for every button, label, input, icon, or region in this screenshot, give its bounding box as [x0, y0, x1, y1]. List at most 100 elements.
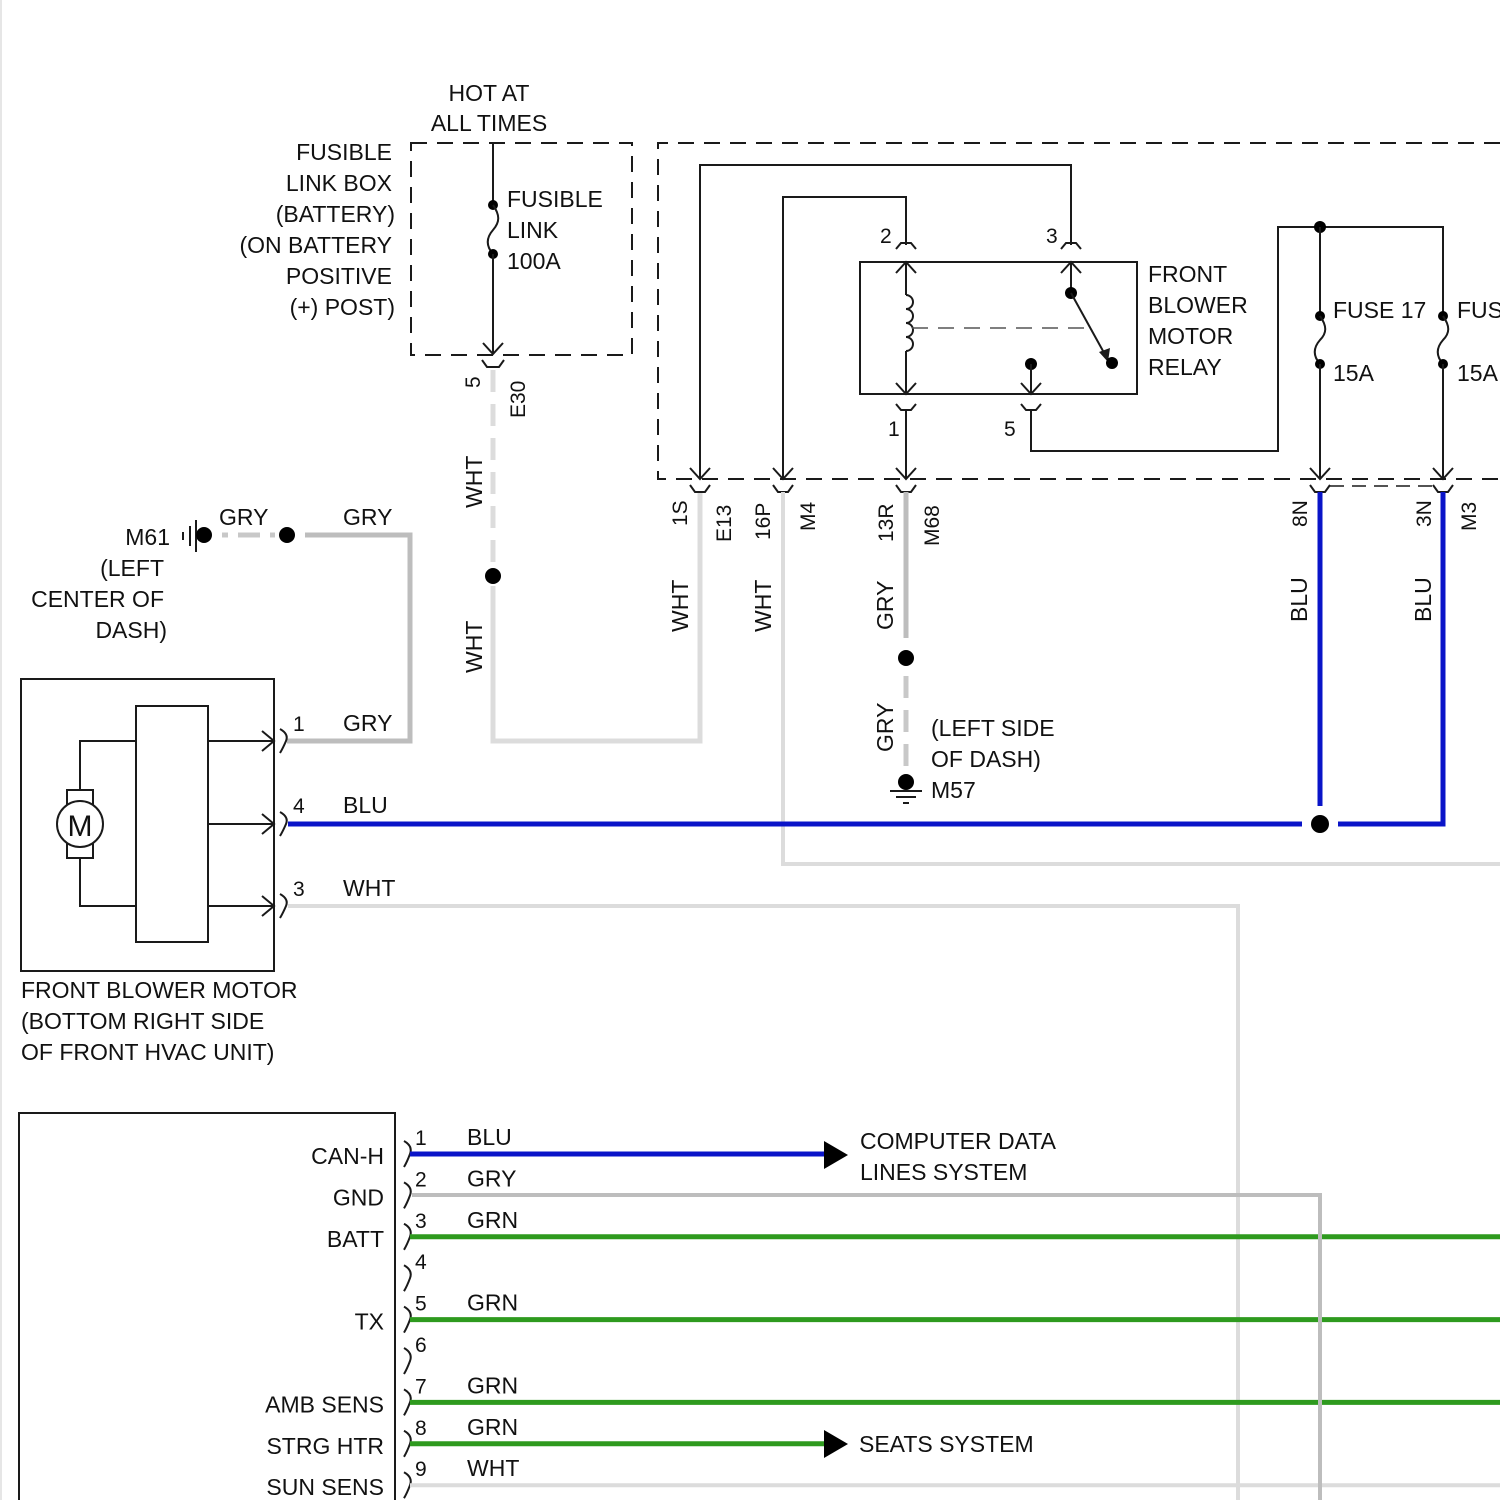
- module-wire-label: GRN: [467, 1372, 518, 1398]
- arrow-right-icon: [824, 1141, 848, 1169]
- fuse2-rating: 15A: [1457, 360, 1499, 386]
- relay-pin5-wire: [1031, 227, 1443, 451]
- relay-pin-5: 5: [1004, 418, 1016, 441]
- conn-8n-pin: 8N: [1289, 500, 1312, 527]
- module-pin-row: 2GNDGRY: [333, 1165, 517, 1210]
- splice-dot-m68: [898, 650, 914, 666]
- wire-16p-wht: [783, 492, 1500, 864]
- module-pin-number: 5: [415, 1293, 427, 1316]
- relay-pin2-terminal-icon: [896, 243, 916, 249]
- ground-m61: GRY GRY M61 (LEFT CENTER OF DASH): [31, 504, 410, 741]
- module-connector-icon: [404, 1431, 411, 1457]
- m57-location-2: OF DASH): [931, 746, 1041, 772]
- fusible-link-label-2: LINK: [507, 217, 559, 243]
- flb-label-1: FUSIBLE: [296, 139, 392, 165]
- wire-label-1s: WHT: [667, 580, 693, 632]
- conn-m68-id: M68: [921, 505, 944, 546]
- module-connector-icon: [404, 1224, 411, 1250]
- blower-label-1: FRONT BLOWER MOTOR: [21, 977, 297, 1003]
- female-terminal-icon: [482, 360, 504, 367]
- module-wire-label: GRN: [467, 1207, 518, 1233]
- module-pin-name: SUN SENS: [266, 1474, 384, 1500]
- relay-coil-icon: [906, 295, 913, 351]
- blower-motor-controller: [136, 706, 208, 942]
- front-blower-motor: M 1 GRY 4 BLU 3 WHT FRONT BLOWER MOTOR (…: [21, 679, 395, 1065]
- fuse17-rating: 15A: [1333, 360, 1375, 386]
- wire-label-e30-upper: WHT: [461, 456, 487, 508]
- flb-label-2: LINK BOX: [286, 170, 392, 196]
- relay-pin1-terminal-icon: [896, 404, 916, 410]
- module-pin-number: 7: [415, 1375, 427, 1398]
- module-connector-icon: [404, 1141, 411, 1167]
- module-connector-icon: [404, 1307, 411, 1333]
- splice-dot-m61: [279, 527, 295, 543]
- module-pin-row: 6: [404, 1334, 427, 1374]
- conn-e13-id: E13: [713, 505, 736, 542]
- motor-wire-4: BLU: [343, 792, 388, 818]
- fuse2-name: FUS: [1457, 297, 1500, 323]
- flb-label-3: (BATTERY): [276, 201, 395, 227]
- relay-label-3: MOTOR: [1148, 323, 1233, 349]
- module-pin-row: 5TXGRN: [355, 1290, 1500, 1335]
- fusible-link-label-1: FUSIBLE: [507, 186, 603, 212]
- wire-label-m61-left: GRY: [219, 504, 268, 530]
- module-pin-row: 3BATT GRN: [327, 1207, 1500, 1252]
- wire-label-8n: BLU: [1286, 577, 1312, 622]
- conn-pin1-icon: [280, 729, 287, 753]
- blower-label-2: (BOTTOM RIGHT SIDE: [21, 1008, 264, 1034]
- module-pin-name: STRG HTR: [266, 1433, 384, 1459]
- relay-pin-1: 1: [888, 418, 900, 441]
- module-wire-label: BLU: [467, 1124, 512, 1150]
- e30-connector-id: E30: [507, 381, 530, 418]
- ref-computer-data-2: LINES SYSTEM: [860, 1159, 1027, 1185]
- conn-13r-icon: [896, 485, 916, 492]
- fuse17-name: FUSE 17: [1333, 297, 1426, 323]
- module-pin-number: 3: [415, 1210, 427, 1233]
- junction-block: 2 3 FRONT BLOWER MOTOR RELAY 1 5: [658, 143, 1500, 479]
- wire-blu-fuses: [1311, 492, 1443, 833]
- conn-pin3-icon: [280, 894, 287, 918]
- hot-label-line1: HOT AT: [449, 80, 530, 106]
- module-pin-name: BATT: [327, 1226, 384, 1252]
- flb-label-5: POSITIVE: [286, 263, 392, 289]
- module-wire-label: GRN: [467, 1414, 518, 1440]
- motor-wire-3: WHT: [343, 875, 395, 901]
- module-pin-row: 7AMB SENSGRN: [265, 1372, 1500, 1417]
- conn-13r-pin: 13R: [875, 503, 898, 542]
- conn-pin4-icon: [280, 812, 287, 836]
- fusible-link-label-3: 100A: [507, 248, 561, 274]
- motor-symbol: M: [68, 810, 93, 843]
- m57-location-1: (LEFT SIDE: [931, 715, 1055, 741]
- relay-label-2: BLOWER: [1148, 292, 1248, 318]
- module-wire-label: WHT: [467, 1455, 519, 1481]
- module-pin-number: 8: [415, 1417, 427, 1440]
- arrow-right-icon: [824, 1430, 848, 1458]
- module-pin-number: 2: [415, 1168, 427, 1191]
- splice-dot: [485, 568, 501, 584]
- splice-dot-blu: [1311, 815, 1329, 833]
- module-pin-number: 1: [415, 1127, 427, 1150]
- motor-pin-3: 3: [293, 878, 305, 901]
- conn-3n-pin: 3N: [1413, 500, 1436, 527]
- motor-lead-top: [80, 741, 136, 790]
- relay-label-1: FRONT: [1148, 261, 1227, 287]
- m61-location-1: (LEFT: [100, 555, 164, 581]
- module-wire-label: GRY: [467, 1165, 516, 1191]
- conn-8n-icon: [1310, 485, 1330, 492]
- hot-label-line2: ALL TIMES: [431, 110, 547, 136]
- module-pin-number: 9: [415, 1458, 427, 1481]
- fusible-link-icon: [488, 205, 499, 254]
- wire-label-16p: WHT: [750, 580, 776, 632]
- module-pin-name: TX: [355, 1309, 384, 1335]
- module-pin-number: 4: [415, 1251, 427, 1274]
- wire-3n-blu: [1338, 492, 1443, 824]
- module-connector-icon: [404, 1348, 411, 1374]
- motor-pin-1: 1: [293, 713, 305, 736]
- conn-m3-id: M3: [1458, 502, 1481, 531]
- fusible-link-box: HOT AT ALL TIMES FUSIBLE LINK BOX (BATTE…: [240, 80, 633, 418]
- module-connector-icon: [404, 1389, 411, 1415]
